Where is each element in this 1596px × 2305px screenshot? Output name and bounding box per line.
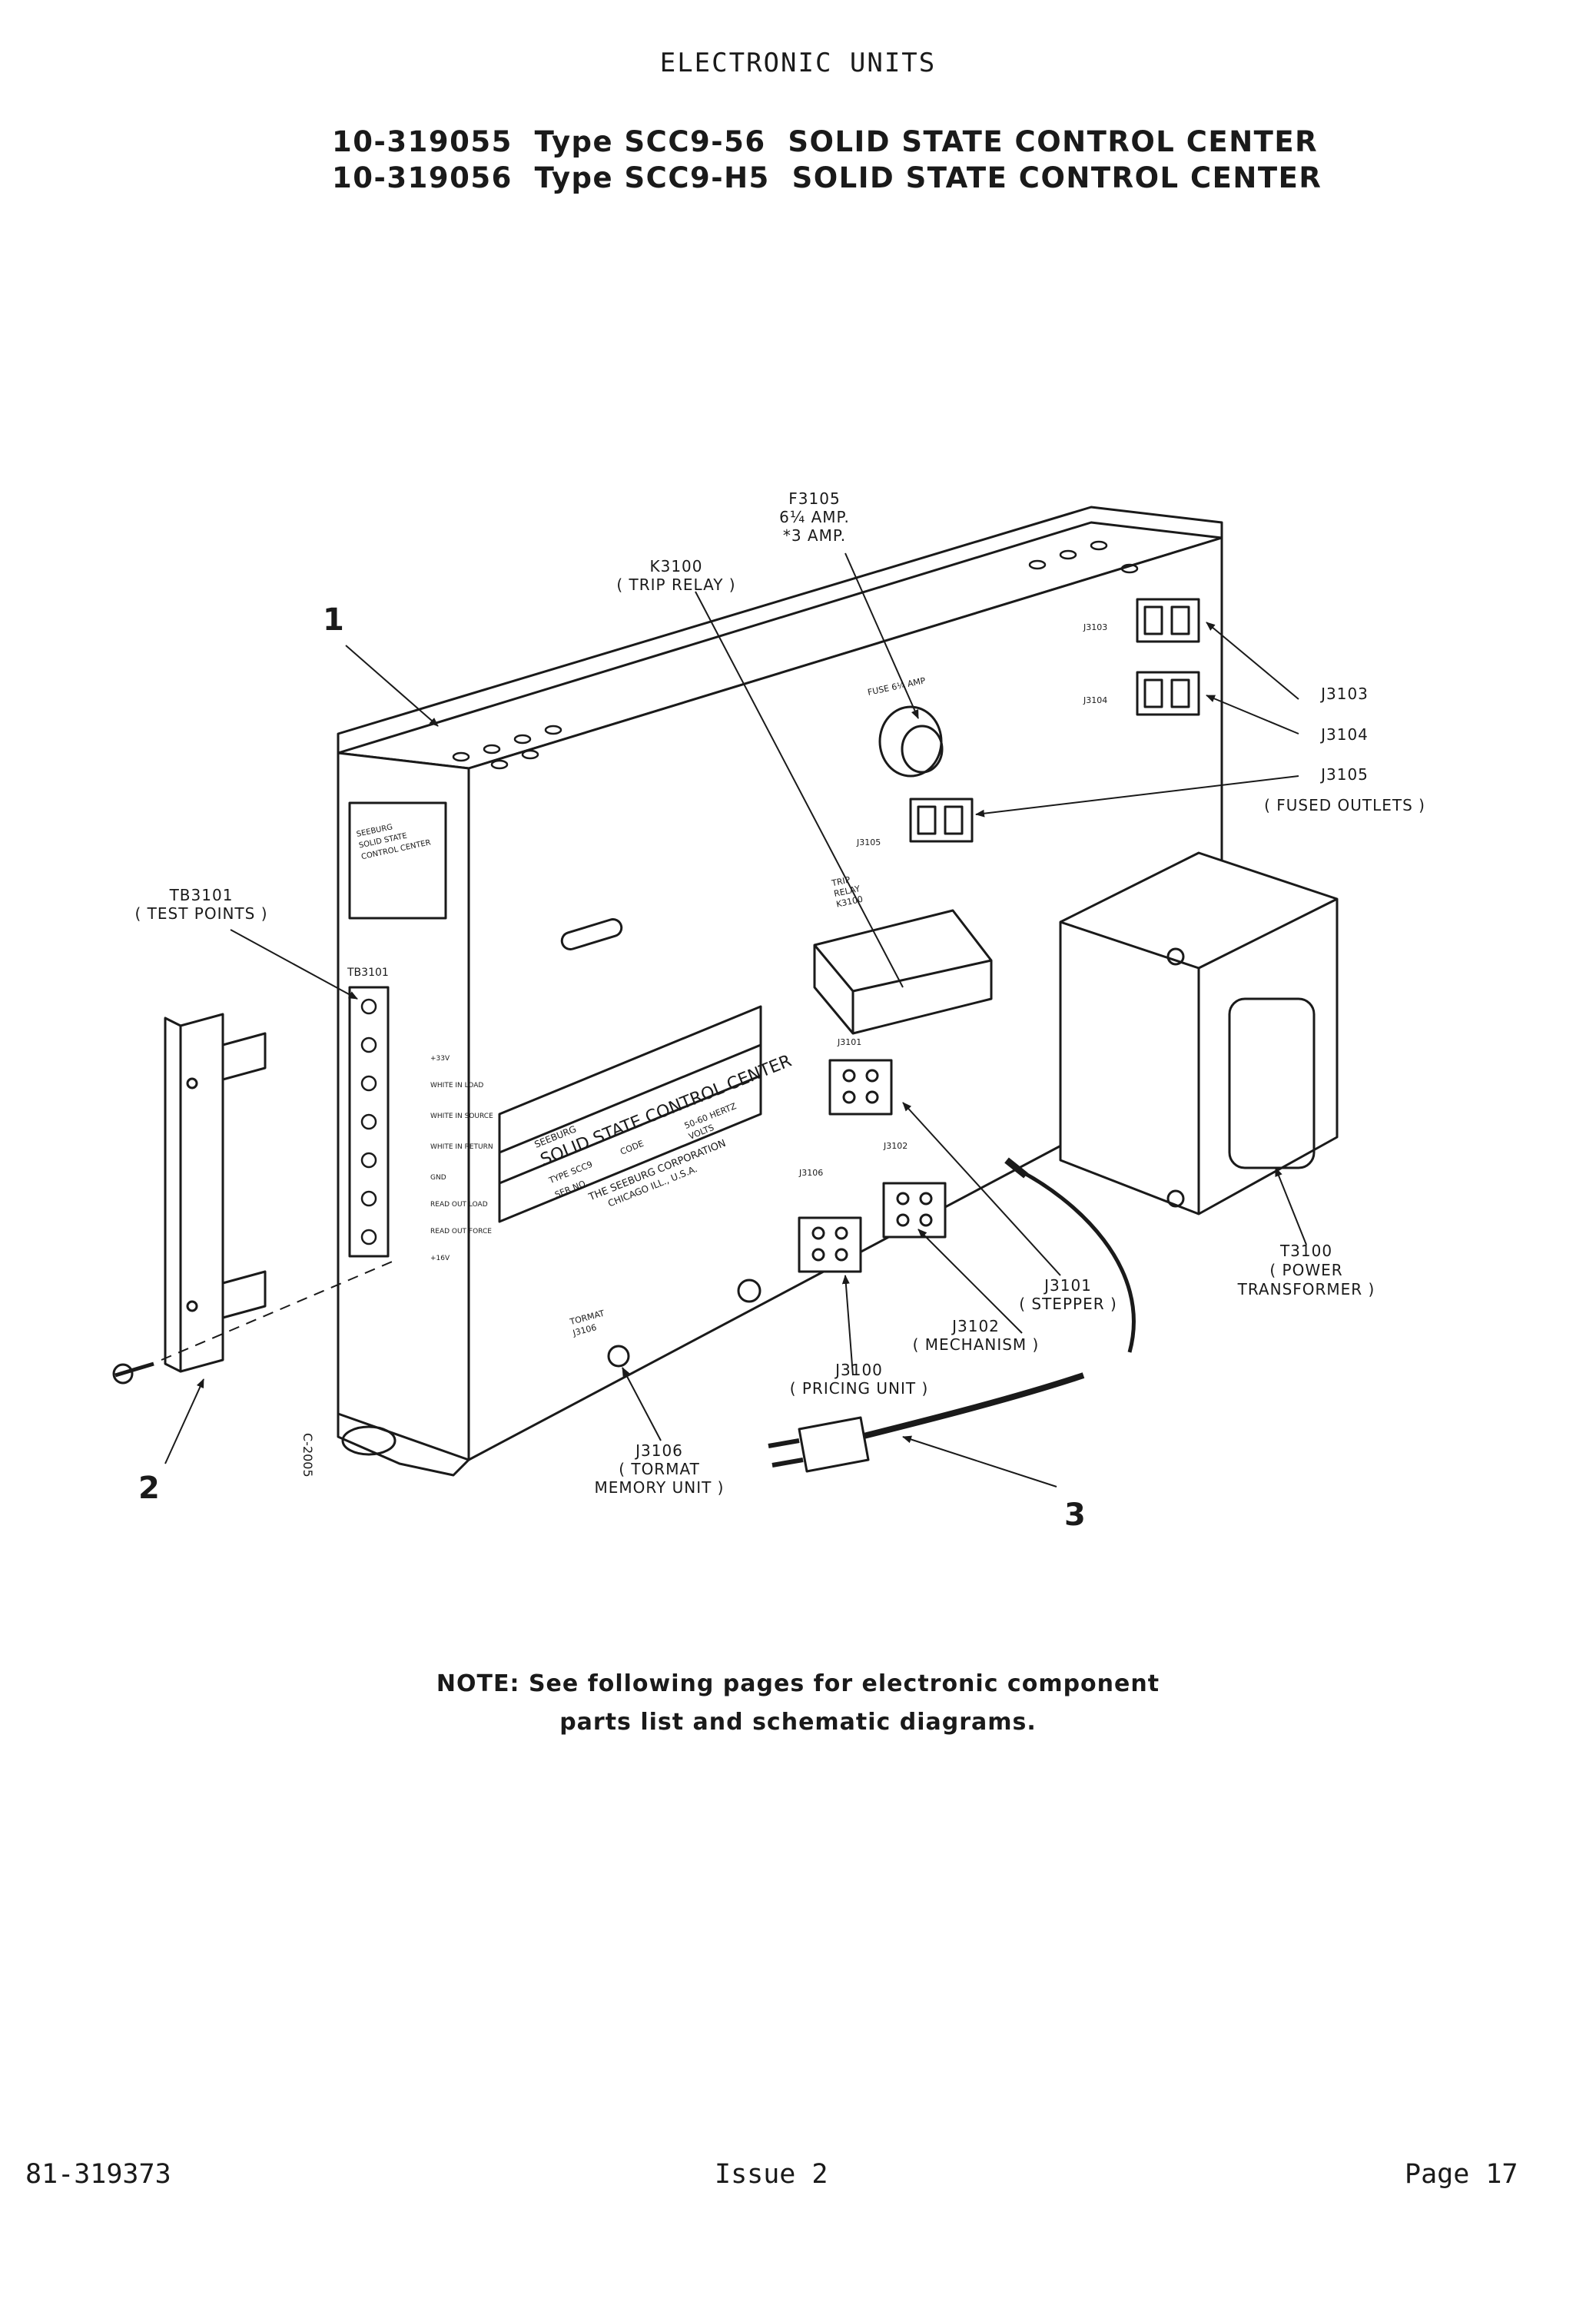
callout-j3101-line2: ( STEPPER ): [1019, 1295, 1117, 1313]
note-line-2: parts list and schematic diagrams.: [559, 1709, 1037, 1736]
jack-label: J3104: [1083, 695, 1107, 705]
index-label-3: 3: [1064, 1497, 1086, 1533]
callout-j3106-line3: MEMORY UNIT ): [595, 1478, 725, 1497]
callout-j3102-line2: ( MECHANISM ): [913, 1335, 1040, 1354]
model-type-code: SCC9-H5: [624, 161, 770, 194]
callout-j3104: J3104: [1319, 725, 1369, 744]
callout-j3106-line2: ( TORMAT: [619, 1460, 700, 1478]
tb-terminal-label: READ OUT FORCE: [430, 1228, 492, 1235]
mounting-bracket: [112, 1013, 397, 1385]
tb-terminal-label: +33V: [430, 1055, 450, 1063]
note-label: NOTE:: [436, 1670, 520, 1697]
jack-label: J3106: [798, 1168, 823, 1178]
jack-label: J3105: [856, 837, 881, 847]
drawing-code: C-2005: [300, 1433, 315, 1478]
tb-terminal-label: WHITE IN SOURCE: [430, 1113, 493, 1120]
callout-k3100-line2: ( TRIP RELAY ): [616, 575, 735, 594]
model-line: 10-319056 Type SCC9-H5 SOLID STATE CONTR…: [332, 161, 1322, 194]
issue-label: Issue 2: [715, 2159, 828, 2190]
callout-f3105-line2: 6¼ AMP.: [779, 508, 850, 526]
callout-k3100-line1: K3100: [649, 557, 702, 575]
page-number: Page 17: [1405, 2159, 1518, 2190]
jack-label: J3102: [883, 1141, 907, 1151]
tb-terminal-label: GND: [430, 1174, 446, 1182]
tb-terminal-label: +16V: [430, 1255, 450, 1262]
index-label-2: 2: [138, 1471, 160, 1506]
callout-j3100-line2: ( PRICING UNIT ): [790, 1379, 929, 1398]
model-name: SOLID STATE CONTROL CENTER: [788, 125, 1319, 158]
callout-t3100-line1: T3100: [1279, 1242, 1332, 1260]
index-label-1: 1: [323, 602, 344, 638]
model-type-code: SCC9-56: [624, 125, 766, 158]
jack-label: J3103: [1083, 622, 1107, 632]
model-name: SOLID STATE CONTROL CENTER: [791, 161, 1322, 194]
callout-j3105-line2: ( FUSED OUTLETS ): [1264, 796, 1425, 814]
jack-label: J3101: [837, 1037, 861, 1047]
callout-f3105-line3: *3 AMP.: [783, 526, 846, 545]
model-type-word: Type: [534, 161, 614, 194]
callout-tb3101-line2: ( TEST POINTS ): [134, 904, 267, 923]
panel-tb-label: TB3101: [347, 967, 389, 979]
note: NOTE: See following pages for electronic…: [0, 1665, 1596, 1742]
model-type-word: Type: [534, 125, 614, 158]
power-cord: [768, 1372, 1085, 1473]
callout-t3100-line3: TRANSFORMER ): [1237, 1280, 1375, 1298]
section-title: ELECTRONIC UNITS: [659, 48, 937, 78]
callout-f3105-line1: F3105: [788, 489, 840, 508]
relay-label-line1: TRIP: [830, 874, 851, 888]
model-line: 10-319055 Type SCC9-56 SOLID STATE CONTR…: [332, 125, 1318, 158]
callout-j3105-line1: J3105: [1319, 765, 1369, 784]
callout-t3100-line2: ( POWER: [1269, 1261, 1342, 1279]
tb-terminal-label: WHITE IN LOAD: [430, 1082, 483, 1089]
tb-terminal-label: WHITE IN RETURN: [430, 1143, 493, 1151]
model-part-number: 10-319056: [332, 161, 513, 194]
callout-j3100-line1: J3100: [834, 1361, 883, 1379]
note-line-1: See following pages for electronic compo…: [528, 1670, 1160, 1697]
chassis-body: [337, 506, 1339, 1477]
leader-lines: [164, 552, 1307, 1487]
document-number: 81-319373: [25, 2159, 171, 2190]
callout-j3103: J3103: [1319, 685, 1369, 703]
callout-j3101-line1: J3101: [1043, 1276, 1092, 1295]
tb-terminal-label: READ OUT LOAD: [430, 1201, 488, 1209]
callout-tb3101-line1: TB3101: [169, 886, 234, 904]
callout-j3106-line1: J3106: [634, 1441, 683, 1460]
model-part-number: 10-319055: [332, 125, 513, 158]
callout-j3102-line1: J3102: [951, 1317, 1000, 1335]
